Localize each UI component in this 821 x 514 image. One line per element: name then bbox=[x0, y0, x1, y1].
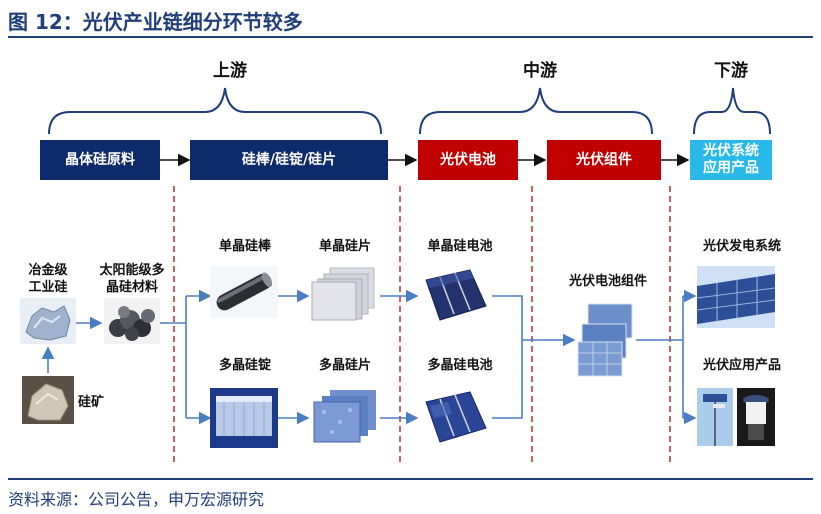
label-mono-cell: 单晶硅电池 bbox=[427, 239, 493, 254]
pv-power-system-image bbox=[697, 266, 775, 328]
multi-wafer-image bbox=[313, 390, 376, 443]
mono-cell-image bbox=[425, 269, 487, 321]
box-pv-system-line2: 应用产品 bbox=[703, 160, 759, 176]
stage-upstream: 上游 bbox=[213, 61, 247, 81]
silica-ore-image bbox=[22, 376, 74, 424]
metallurgical-silicon-image bbox=[20, 298, 76, 344]
label-power-system: 光伏发电系统 bbox=[702, 239, 781, 254]
label-metallurgical-si-line2: 工业硅 bbox=[28, 280, 68, 295]
label-solar-grade-line1: 太阳能级多 bbox=[99, 263, 165, 278]
box-pv-cell: 光伏电池 bbox=[418, 140, 518, 180]
brace-downstream bbox=[693, 87, 771, 135]
mono-wafer-image bbox=[311, 267, 375, 321]
label-metallurgical-si-line1: 冶金级 bbox=[28, 263, 68, 278]
label-multi-wafer: 多晶硅片 bbox=[318, 358, 371, 373]
stage-midstream: 中游 bbox=[523, 61, 557, 81]
page-title: 图 12：光伏产业链细分环节较多 bbox=[8, 10, 303, 34]
multi-ingot-image bbox=[210, 388, 278, 448]
box-pv-system-line1: 光伏系统 bbox=[703, 143, 759, 159]
label-solar-grade: 太阳能级多 晶硅材料 bbox=[92, 262, 172, 296]
solar-grade-silicon-image bbox=[104, 298, 160, 344]
multi-cell-image bbox=[425, 391, 487, 443]
label-silica-ore: 硅矿 bbox=[78, 395, 105, 410]
label-solar-grade-line2: 晶硅材料 bbox=[105, 280, 158, 295]
box-polysilicon-raw: 晶体硅原料 bbox=[40, 140, 160, 180]
title-divider bbox=[8, 36, 813, 38]
merge-multi-cell bbox=[492, 340, 523, 419]
pv-lawn-lamp-image bbox=[737, 388, 775, 446]
box-pv-module: 光伏组件 bbox=[547, 140, 661, 180]
label-mono-rod: 单晶硅棒 bbox=[218, 239, 271, 254]
label-multi-ingot: 多晶硅锭 bbox=[218, 358, 271, 373]
mono-rod-image bbox=[210, 266, 278, 318]
box-rod-ingot-wafer: 硅棒/硅锭/硅片 bbox=[190, 140, 388, 180]
label-module: 光伏电池组件 bbox=[568, 274, 647, 289]
pv-streetlight-image bbox=[697, 388, 733, 446]
footer-divider bbox=[8, 478, 813, 480]
box-pv-system: 光伏系统 应用产品 bbox=[690, 140, 772, 180]
source-note: 资料来源：公司公告，申万宏源研究 bbox=[8, 490, 265, 509]
label-metallurgical-si: 冶金级 工业硅 bbox=[18, 262, 78, 296]
label-mono-wafer: 单晶硅片 bbox=[318, 239, 371, 254]
brace-midstream bbox=[419, 87, 653, 135]
label-application: 光伏应用产品 bbox=[702, 358, 781, 373]
label-multi-cell: 多晶硅电池 bbox=[427, 358, 493, 373]
brace-upstream bbox=[48, 87, 382, 135]
merge-mono-cell bbox=[492, 295, 523, 340]
stage-downstream: 下游 bbox=[714, 61, 748, 81]
pv-module-image bbox=[577, 303, 633, 377]
